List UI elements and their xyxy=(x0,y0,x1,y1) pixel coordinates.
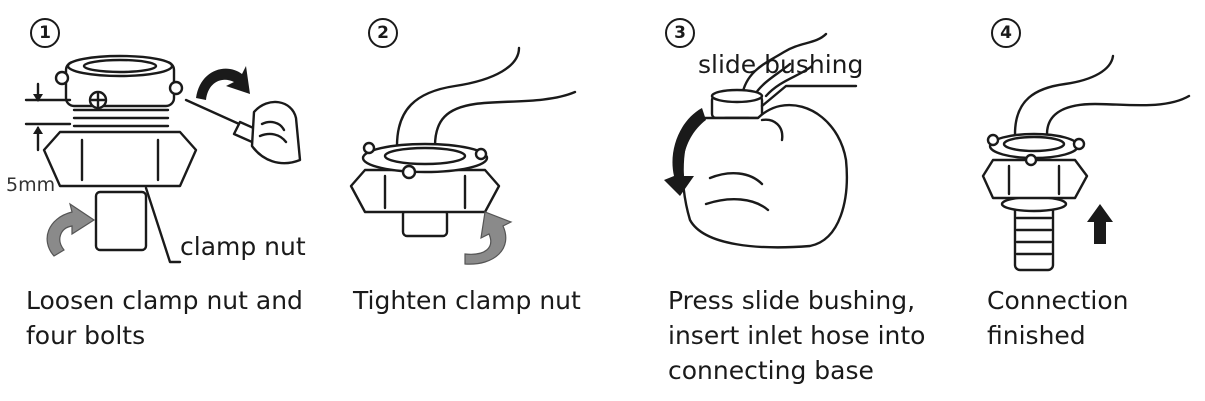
step-2-caption: Tighten clamp nut xyxy=(353,283,581,318)
caption-line: finished xyxy=(987,321,1086,350)
inlet-hose xyxy=(1013,202,1055,272)
step-3-panel: 3 slide bushing Press slide bushing, ins… xyxy=(650,0,970,401)
step-1-number: 1 xyxy=(30,18,60,48)
bolt-icon xyxy=(1024,153,1038,167)
rotate-arrow-icon xyxy=(664,108,706,196)
clamp-nut-label: clamp nut xyxy=(180,232,306,261)
gap-label: 5mm xyxy=(6,174,56,196)
caption-line: connecting base xyxy=(668,356,874,385)
step-4-illustration xyxy=(981,54,1191,272)
bolt-icon xyxy=(54,70,70,86)
bolt-icon xyxy=(401,164,417,180)
slide-bushing-label: slide bushing xyxy=(698,50,864,79)
hand-icon xyxy=(250,100,302,165)
step-1-illustration xyxy=(24,54,302,264)
rotate-arrow-icon xyxy=(196,66,250,100)
rotate-arrow-icon xyxy=(46,202,96,257)
bolt-icon xyxy=(1072,137,1086,151)
clamp-nut xyxy=(349,168,501,214)
hand-icon xyxy=(681,103,848,249)
bolt-icon xyxy=(474,147,488,161)
step-1-panel: 1 5mm clamp nut Lo xyxy=(0,0,320,401)
bolt-icon xyxy=(168,80,184,96)
clamp-nut xyxy=(981,158,1089,200)
step-3-caption: Press slide bushing, insert inlet hose i… xyxy=(668,283,925,388)
caption-line: insert inlet hose into xyxy=(668,321,926,350)
up-arrow-icon xyxy=(1087,204,1113,244)
bolt-icon xyxy=(362,141,376,155)
step-3-number: 3 xyxy=(665,18,695,48)
bolt-icon xyxy=(986,133,1000,147)
step-4-number: 4 xyxy=(991,18,1021,48)
caption-line: Press slide bushing, xyxy=(668,286,916,315)
step-2-number: 2 xyxy=(368,18,398,48)
step-4-caption: Connection finished xyxy=(987,283,1128,353)
step-2-panel: 2 Tighten clamp nut xyxy=(335,0,635,401)
clamp-nut xyxy=(42,130,198,188)
caption-line: Connection xyxy=(987,286,1129,315)
caption-line: four bolts xyxy=(26,321,146,350)
hose-stub xyxy=(94,190,148,252)
step-2-illustration xyxy=(349,46,577,265)
step-3-illustration xyxy=(664,32,858,249)
step-1-caption: Loosen clamp nut and four bolts xyxy=(26,283,303,353)
step-4-panel: 4 Connection finished xyxy=(975,0,1205,401)
caption-line: Loosen clamp nut and xyxy=(26,286,303,315)
rotate-arrow-icon xyxy=(464,211,513,265)
caption-line: Tighten clamp nut xyxy=(353,286,581,315)
